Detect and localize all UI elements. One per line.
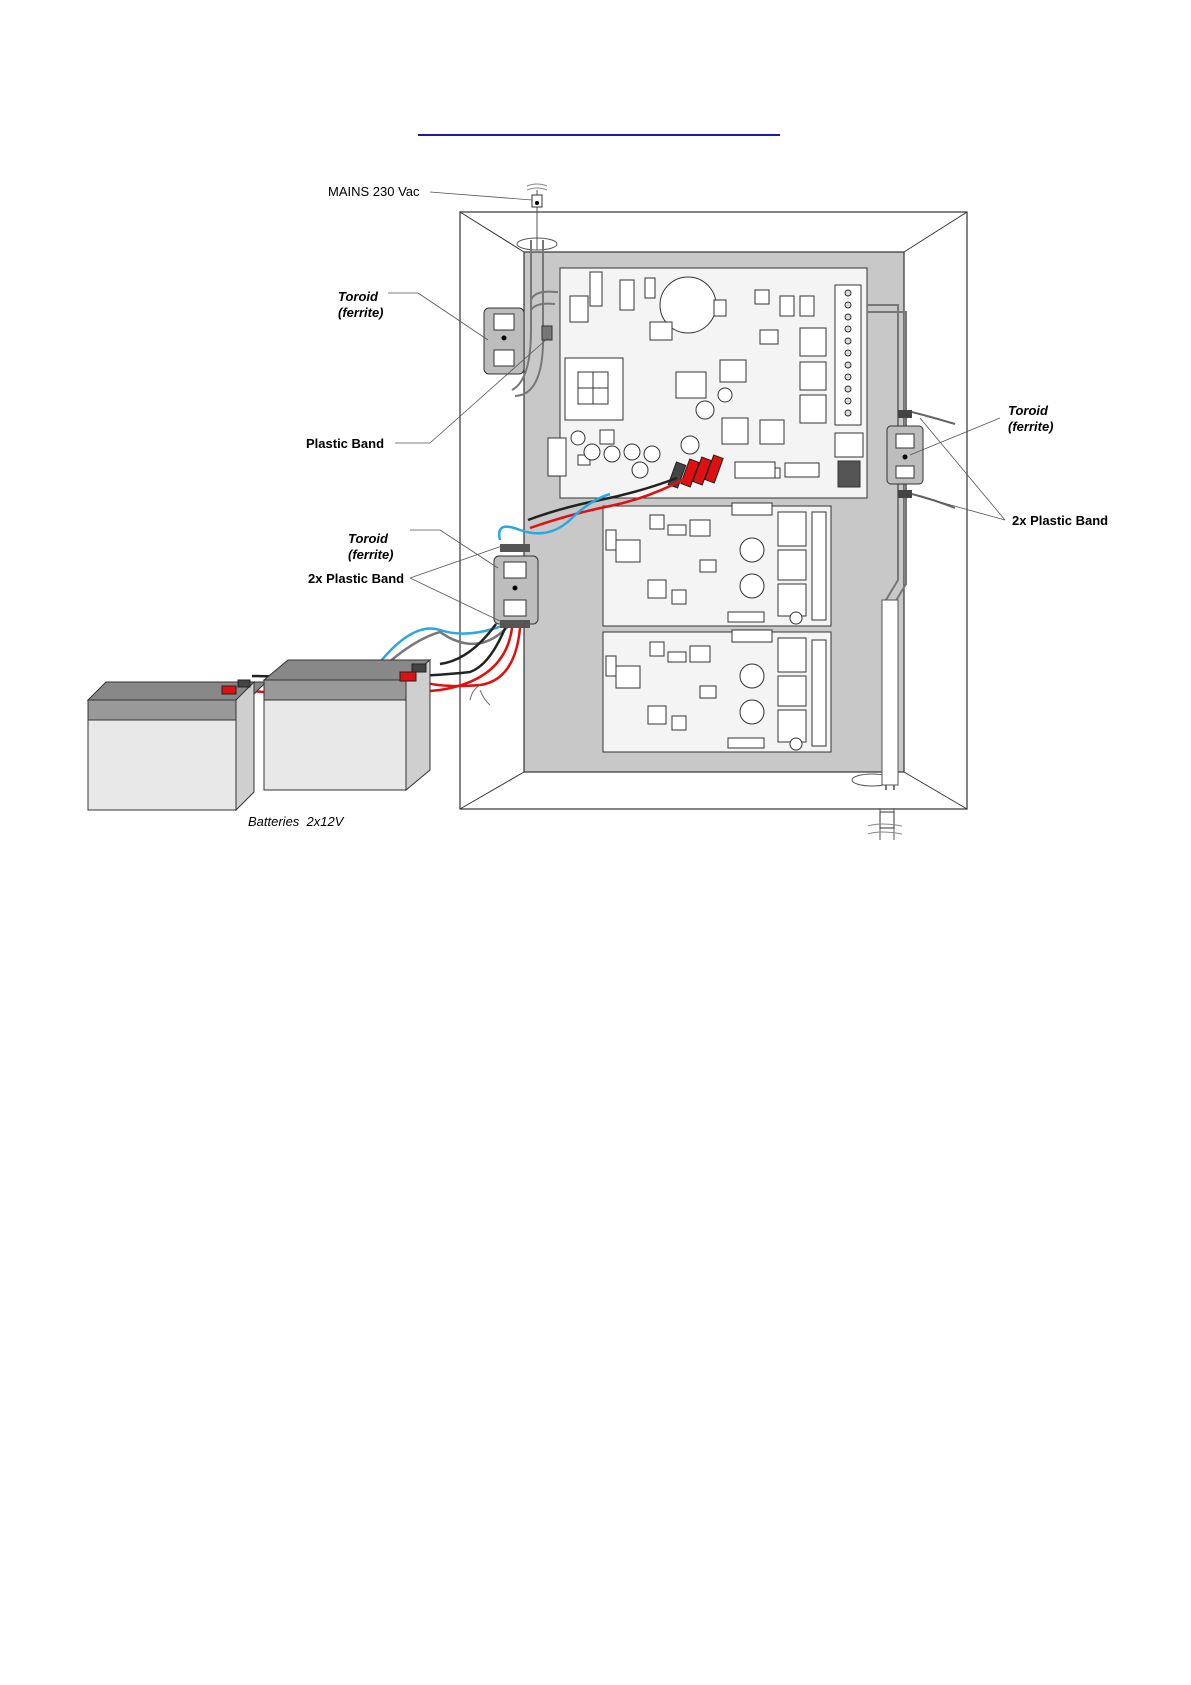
battery-left bbox=[88, 680, 266, 810]
label-plastic-band: Plastic Band bbox=[306, 436, 384, 451]
label-toroid-right: Toroid bbox=[1008, 403, 1049, 418]
label-ferrite-middle: (ferrite) bbox=[348, 547, 394, 562]
label-ferrite-right: (ferrite) bbox=[1008, 419, 1054, 434]
expansion-board-1 bbox=[603, 503, 831, 626]
battery-right bbox=[264, 660, 430, 790]
label-batteries: Batteries 2x12V bbox=[248, 814, 345, 829]
label-2x-plastic-band-right: 2x Plastic Band bbox=[1012, 513, 1108, 528]
label-mains: MAINS 230 Vac bbox=[328, 184, 420, 199]
label-2x-plastic-band-left: 2x Plastic Band bbox=[308, 571, 404, 586]
toroid-middle bbox=[494, 544, 538, 628]
expansion-board-2 bbox=[603, 630, 831, 752]
label-toroid-middle: Toroid bbox=[348, 531, 389, 546]
leader-mains bbox=[430, 192, 532, 200]
label-toroid-top: Toroid bbox=[338, 289, 379, 304]
label-ferrite-top: (ferrite) bbox=[338, 305, 384, 320]
